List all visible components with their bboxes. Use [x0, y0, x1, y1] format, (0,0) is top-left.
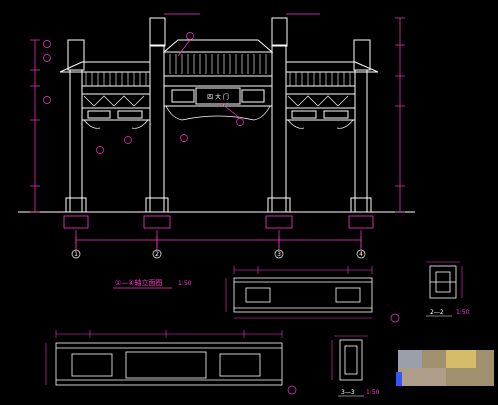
column-base-4: [350, 197, 372, 213]
footings: [63, 215, 374, 229]
beam-center-plaque-band: [163, 85, 273, 107]
column-cap-1: [67, 39, 85, 71]
center-plaque-text: 四 大 门: [207, 93, 229, 101]
callout-circle: [186, 32, 194, 40]
roof-right: [285, 61, 379, 73]
column-cap-4: [353, 39, 371, 71]
column-base-1: [65, 197, 87, 213]
callout-circle: [43, 96, 51, 104]
beam-right-upper: [285, 85, 356, 95]
callout-circle: [43, 54, 51, 62]
section-2-2-title: 2—2: [430, 309, 444, 316]
beam-detail-lower-outline: [55, 342, 283, 386]
bracket-fretwork: [83, 95, 354, 129]
elevation-title: ①—④轴立面图: [115, 278, 163, 287]
beam-right-lower: [285, 107, 356, 121]
section-2-2-scale: 1:50: [456, 309, 470, 316]
beam-left-lower: [81, 107, 151, 121]
panel-right-a: [291, 110, 317, 119]
axis-marker-4: [356, 249, 366, 259]
beam-detail-panel-left: [245, 287, 271, 303]
section-3-3-inner: [344, 345, 358, 375]
center-plaque: [195, 87, 241, 105]
axis-label-1: 1: [74, 251, 78, 258]
callout-circle: [390, 313, 400, 323]
section-3-3-outline: [339, 339, 363, 381]
beam-detail-lower-panel-right: [219, 353, 261, 377]
panel-center-right: [241, 89, 265, 103]
beam-detail-upper: [233, 277, 373, 313]
gate-elevation: [18, 17, 415, 229]
axis-marker-3: [274, 249, 284, 259]
beam-left-upper: [81, 85, 151, 95]
beam-detail-lower-dims: [45, 330, 283, 385]
panel-right-b: [323, 110, 349, 119]
callout-circle: [96, 146, 104, 154]
panel-center-left: [171, 89, 195, 103]
column-base-3: [267, 197, 291, 213]
callout-circle: [236, 118, 244, 126]
section-3-3-dims: [331, 335, 368, 380]
elevation-dimensions: [30, 13, 405, 250]
elevation-callouts: [43, 32, 244, 154]
axis-marker-2: [152, 249, 162, 259]
callout-circle: [124, 136, 132, 144]
beam-detail-lower-panel-left: [71, 353, 113, 377]
blurred-watermark: [396, 350, 494, 386]
axis-markers: 1 2 3 4: [71, 249, 366, 259]
panel-left-b: [117, 110, 143, 119]
callout-circle: [43, 40, 51, 48]
beam-detail-outline: [233, 277, 373, 313]
panel-left-a: [87, 110, 111, 119]
axis-label-4: 4: [359, 251, 363, 258]
section-3-3: [339, 339, 363, 381]
callout-circle: [287, 385, 297, 395]
elevation-scale: 1:50: [178, 280, 192, 287]
section-3-3-title: 3—3: [341, 389, 355, 396]
section-3-3-scale: 1:50: [366, 389, 380, 396]
roof-hatching: [85, 54, 351, 86]
roof-center: [162, 39, 274, 53]
beam-detail-lower: [55, 342, 283, 386]
axis-label-3: 3: [277, 251, 281, 258]
section-2-2: [429, 265, 457, 299]
roof-left: [59, 61, 151, 73]
column-base-2: [145, 197, 169, 213]
axis-label-2: 2: [155, 251, 159, 258]
axis-marker-1: [71, 249, 81, 259]
beam-detail-upper-dims: [225, 266, 373, 319]
callout-circle: [180, 134, 188, 142]
column-cap-2: [149, 17, 166, 47]
section-2-2-dims: [426, 261, 463, 298]
column-cap-3: [271, 17, 288, 47]
beam-detail-panel-right: [335, 287, 361, 303]
beam-detail-lower-panel-center: [125, 351, 207, 379]
